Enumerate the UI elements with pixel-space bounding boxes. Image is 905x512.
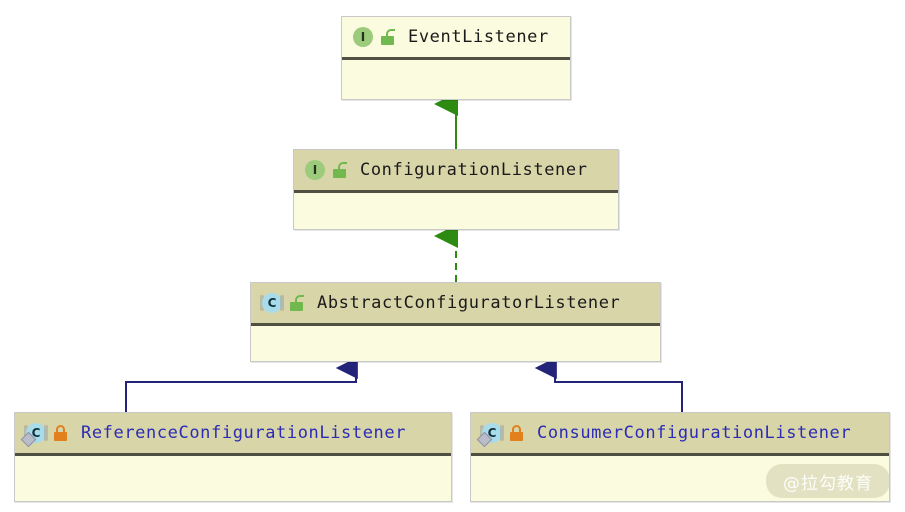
class-icon: C (476, 422, 504, 448)
uml-node-title: AbstractConfiguratorListener (317, 293, 621, 313)
interface-icon: I (352, 26, 374, 48)
uml-node-title: ConsumerConfigurationListener (537, 423, 852, 443)
uml-node-reference-configuration-listener[interactable]: C ReferenceConfigurationListener (14, 412, 452, 502)
uml-node-members (471, 456, 889, 500)
uml-node-members (294, 193, 618, 228)
lock-open-green-icon (380, 28, 396, 46)
class-icon: C (20, 422, 48, 448)
uml-node-configuration-listener[interactable]: I ConfigurationListener (293, 149, 619, 230)
uml-node-header: C ConsumerConfigurationListener (471, 413, 889, 456)
lock-open-green-icon (332, 161, 348, 179)
lock-closed-orange-icon (53, 424, 69, 442)
uml-node-title: ReferenceConfigurationListener (81, 423, 407, 443)
uml-node-members (15, 456, 451, 500)
uml-node-header: I EventListener (342, 17, 570, 60)
uml-node-abstract-configurator-listener[interactable]: C AbstractConfiguratorListener (250, 282, 661, 362)
uml-node-header: C ReferenceConfigurationListener (15, 413, 451, 456)
uml-node-event-listener[interactable]: I EventListener (341, 16, 571, 100)
uml-node-header: C AbstractConfiguratorListener (251, 283, 660, 326)
uml-node-title: EventListener (408, 27, 549, 47)
class-icon: C (260, 292, 284, 314)
edge-reference-to-abstract (125, 357, 358, 412)
uml-node-members (342, 60, 570, 98)
uml-node-header: I ConfigurationListener (294, 150, 618, 193)
interface-icon: I (304, 159, 326, 181)
edge-consumer-to-abstract (534, 357, 683, 412)
uml-node-title: ConfigurationListener (360, 160, 588, 180)
uml-node-members (251, 326, 660, 360)
uml-node-consumer-configuration-listener[interactable]: C ConsumerConfigurationListener (470, 412, 890, 502)
lock-open-green-icon (289, 294, 305, 312)
lock-closed-orange-icon (509, 424, 525, 442)
